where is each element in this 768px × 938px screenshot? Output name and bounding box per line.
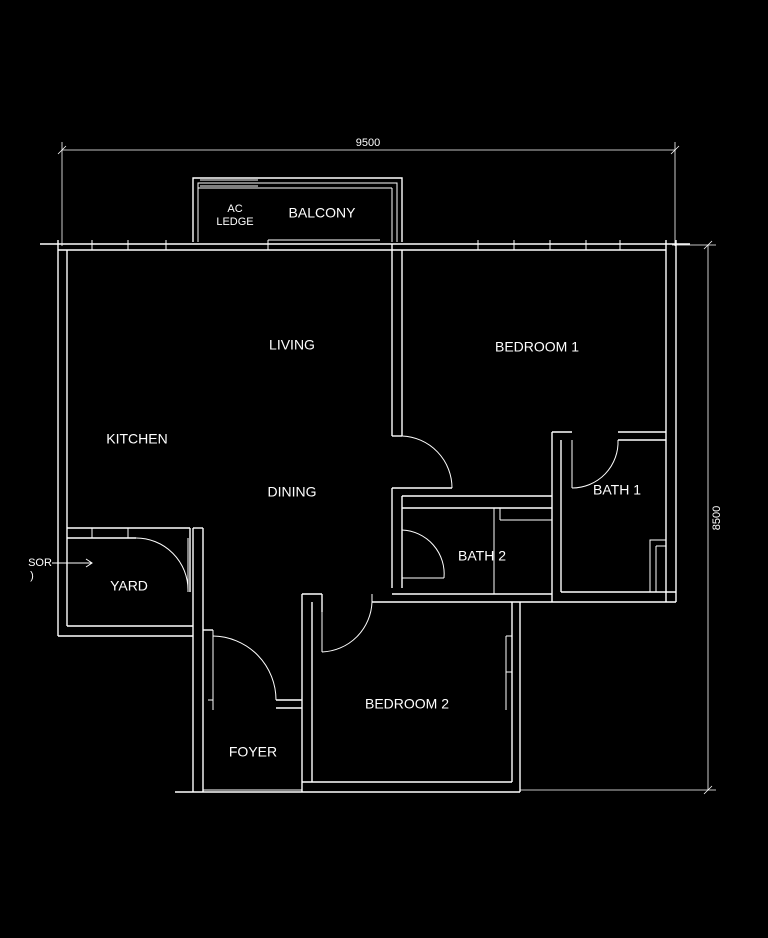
doors (135, 435, 619, 701)
exterior-walls (40, 240, 690, 636)
bath2-label: BATH 2 (458, 548, 506, 564)
foyer-bedroom2-walls (175, 593, 521, 793)
balcony-label: BALCONY (289, 205, 357, 221)
foyer-label: FOYER (229, 744, 277, 760)
sor-arrow (52, 558, 93, 568)
ac-ledge-label-line1: AC (227, 203, 242, 215)
height-dimension: 8500 (520, 240, 723, 795)
yard-walls (58, 527, 204, 792)
yard-label: YARD (110, 578, 148, 594)
dining-label: DINING (268, 484, 317, 500)
living-label: LIVING (269, 337, 315, 353)
interior-walls (371, 244, 676, 603)
width-dimension: 9500 (57, 137, 680, 246)
sor-label-line1: SOR (28, 557, 52, 569)
width-dimension-label: 9500 (356, 137, 380, 149)
bedroom2-label: BEDROOM 2 (365, 696, 449, 712)
bedroom1-label: BEDROOM 1 (495, 339, 579, 355)
sor-label-line2: ) (30, 570, 34, 582)
bath1-label: BATH 1 (593, 482, 641, 498)
height-dimension-label: 8500 (711, 506, 723, 530)
kitchen-label: KITCHEN (106, 431, 167, 447)
ac-ledge-label-line2: LEDGE (216, 216, 253, 228)
